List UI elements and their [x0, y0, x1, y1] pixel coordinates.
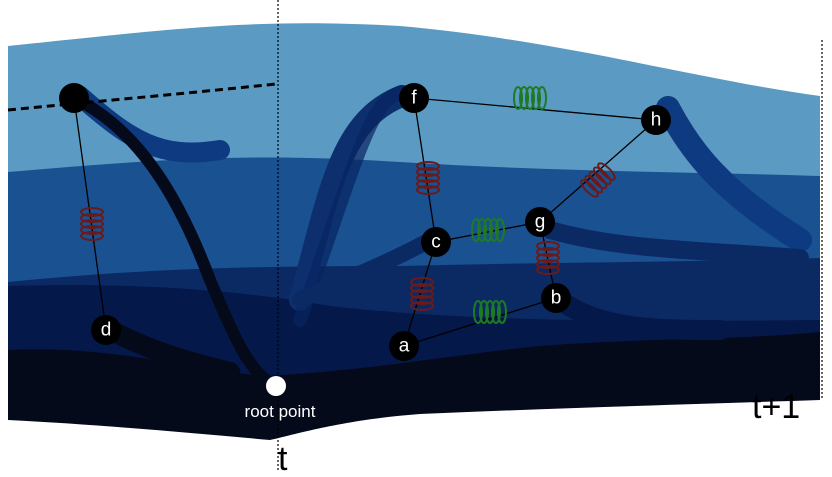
stem-h-left	[656, 96, 812, 252]
node-f-label: f	[411, 88, 417, 109]
node-d[interactable]: d	[91, 315, 121, 345]
stem-d	[100, 320, 240, 382]
node-c-label: c	[431, 232, 441, 253]
root-point-label: root point	[245, 402, 316, 421]
node-b-label: b	[551, 288, 562, 309]
node-h-label: h	[651, 110, 662, 131]
stem-g	[541, 221, 809, 267]
root-point[interactable]	[266, 376, 286, 396]
stem-f-right	[293, 85, 409, 327]
stems	[68, 85, 812, 390]
time-label-t: t	[278, 440, 288, 477]
node-d-label: d	[101, 320, 112, 341]
stem-c	[292, 232, 438, 308]
node-a-label: a	[399, 336, 410, 357]
spring-h-g	[580, 162, 616, 198]
node-topleft[interactable]	[59, 83, 89, 113]
spring-g-b	[536, 241, 560, 275]
stem-root-curve	[68, 92, 278, 390]
dashed-boundary	[7, 82, 277, 112]
springs	[80, 86, 616, 324]
node-b[interactable]: b	[541, 283, 571, 313]
node-g[interactable]: g	[525, 207, 555, 237]
spring-c-g	[471, 218, 505, 242]
spring-f-h	[513, 86, 547, 110]
spring-c-a	[410, 277, 434, 311]
node-a[interactable]: a	[389, 331, 419, 361]
time-label-t1: t+1	[752, 388, 800, 426]
spring-f-c	[416, 161, 440, 195]
spring-topleft-d	[80, 207, 104, 241]
node-g-label: g	[535, 212, 546, 233]
band-black	[8, 332, 820, 440]
node-h[interactable]: h	[641, 105, 671, 135]
stem-b	[550, 290, 730, 340]
node-c[interactable]: c	[421, 227, 451, 257]
node-f[interactable]: f	[399, 83, 429, 113]
spring-a-b	[473, 300, 507, 324]
